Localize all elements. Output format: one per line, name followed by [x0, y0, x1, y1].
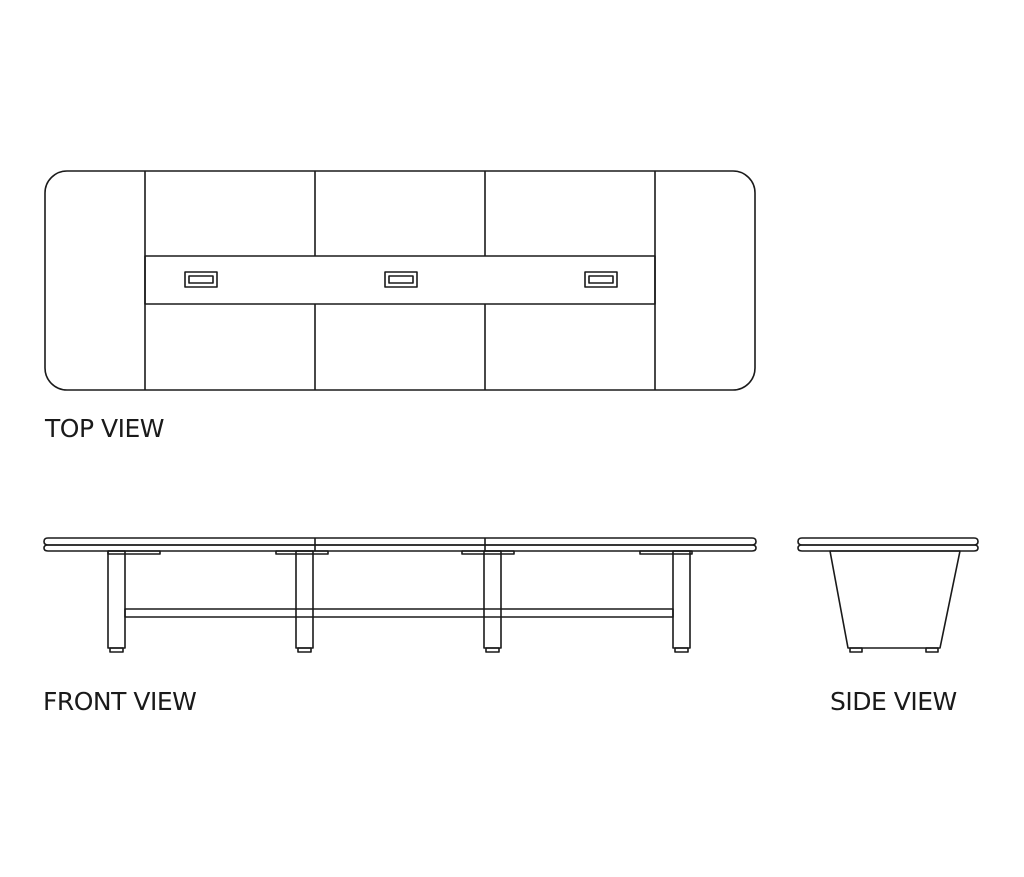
- front-leg-2: [295, 550, 314, 649]
- tabletop-outline: [44, 170, 756, 391]
- power-port-3: [584, 271, 618, 288]
- front-foot-2: [297, 647, 312, 653]
- front-foot-3: [485, 647, 500, 653]
- side-trapezoid-base: [829, 550, 961, 649]
- side-tabletop: [797, 537, 979, 546]
- center-cable-channel: [144, 255, 656, 305]
- side-tabletop-underside: [797, 544, 979, 552]
- front-leg-4: [672, 550, 691, 649]
- front-foot-4: [674, 647, 689, 653]
- front-leg-3: [483, 550, 502, 649]
- side-view-label: SIDE VIEW: [830, 687, 957, 716]
- front-tabletop-underside: [43, 544, 757, 552]
- top-view-label: TOP VIEW: [45, 414, 164, 443]
- side-view: [797, 537, 979, 653]
- power-port-2: [384, 271, 418, 288]
- top-view: [44, 170, 756, 391]
- side-foot-right: [925, 647, 939, 653]
- front-view: [43, 537, 757, 653]
- stretcher-bar: [124, 608, 674, 618]
- front-tabletop: [43, 537, 757, 546]
- front-leg-1: [107, 550, 126, 649]
- leg-mount-plate-4: [639, 550, 693, 555]
- power-port-1: [184, 271, 218, 288]
- front-view-label: FRONT VIEW: [43, 687, 197, 716]
- front-foot-1: [109, 647, 124, 653]
- side-foot-left: [849, 647, 863, 653]
